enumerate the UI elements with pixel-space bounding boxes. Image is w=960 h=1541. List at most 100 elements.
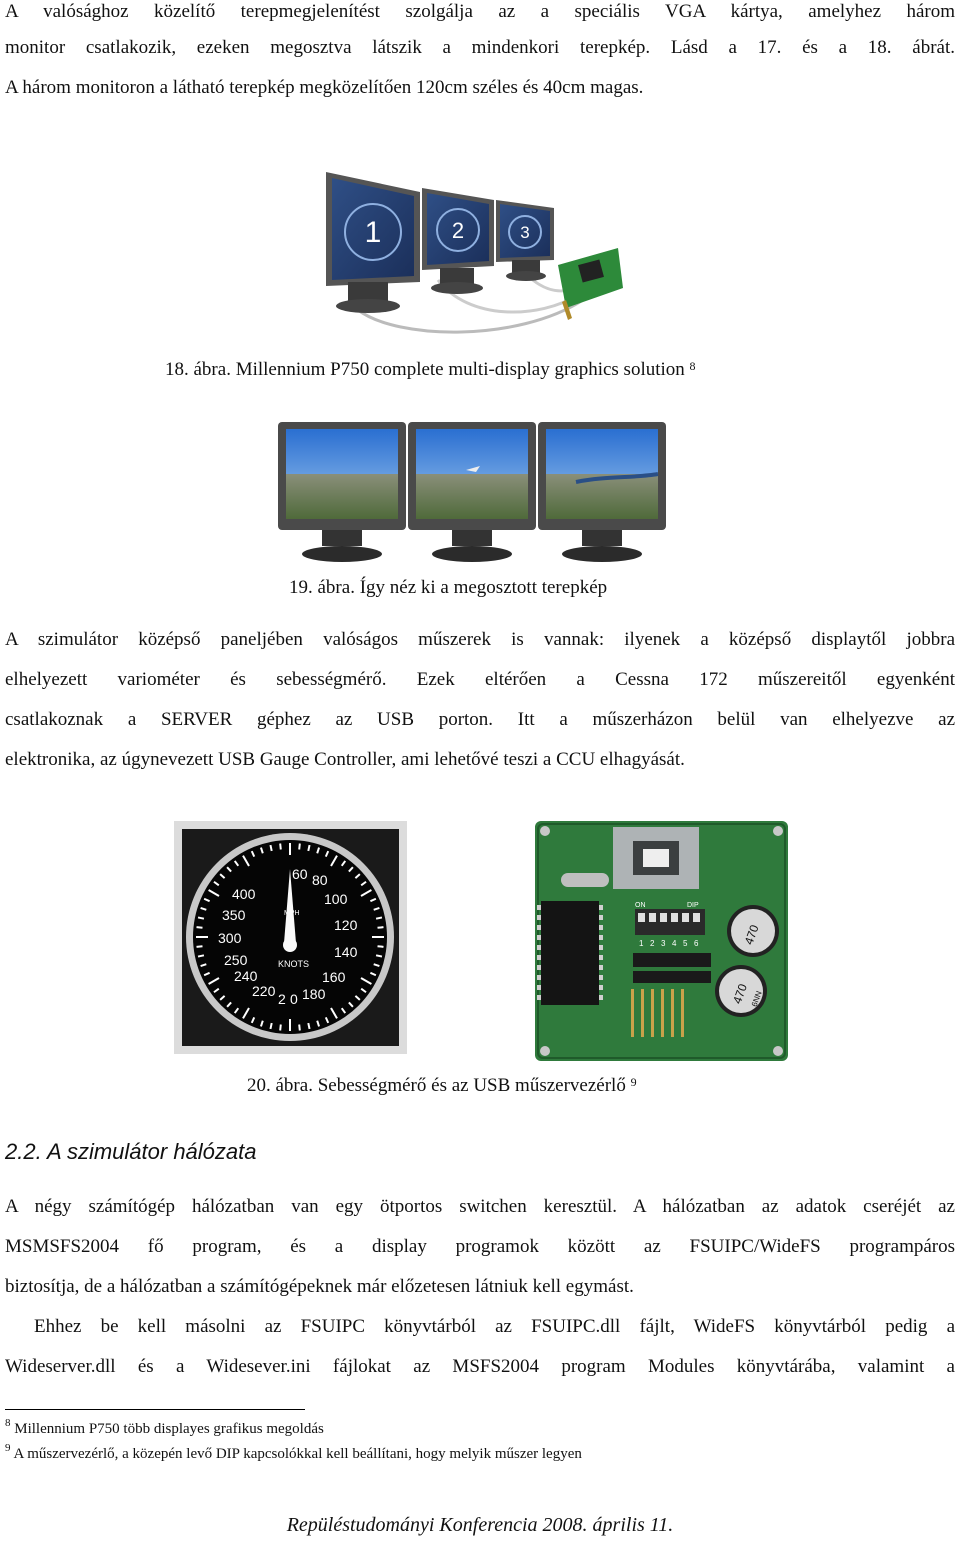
gauge-num-140: 140	[334, 944, 358, 960]
gauge-num-220: 220	[252, 983, 276, 999]
dip-key	[649, 913, 656, 922]
monitor-label-3: 3	[520, 223, 529, 242]
gauge-tick	[197, 954, 205, 958]
gauge-num-120: 120	[334, 917, 358, 933]
dip-label: DIP	[687, 902, 699, 909]
gauge-tick	[348, 866, 354, 873]
monitor-label-1: 1	[365, 216, 382, 249]
capacitor-2-text: 470	[730, 982, 750, 1006]
para1-line-1: A szimulátor középső paneljében valóságo…	[5, 629, 955, 650]
dip-num-4: 4	[672, 939, 677, 948]
monitor-left	[278, 422, 406, 562]
figure-18-caption: 18. ábra. Millennium P750 complete multi…	[165, 358, 696, 382]
ic-pin	[599, 905, 603, 910]
gauge-num-100: 100	[324, 891, 348, 907]
footnote-8-text: Millennium P750 több displayes grafikus …	[14, 1421, 324, 1437]
dip-key	[693, 913, 700, 922]
dip-key	[638, 913, 645, 922]
gauge-tick	[360, 889, 372, 897]
gauge-tick	[369, 897, 377, 903]
figure-20-caption-text: 20. ábra. Sebességmérő és az USB műszerv…	[247, 1075, 626, 1096]
ic-pin	[537, 945, 541, 950]
gauge-num-350: 350	[222, 907, 246, 923]
monitor-right	[538, 422, 666, 562]
gauge-tick	[219, 995, 226, 1001]
gauge-num-60: 60	[292, 866, 308, 882]
gauge-tick	[219, 873, 226, 879]
gauge-tick	[260, 1020, 264, 1027]
gauge-tick	[196, 926, 203, 929]
dip-on-label: ON	[635, 902, 646, 909]
gauge-tick	[203, 897, 211, 903]
capacitor-1-text: 470	[742, 923, 762, 947]
gauge-tick	[373, 907, 380, 911]
intro-line-2: monitor csatlakozik, ezeken megosztva lá…	[5, 37, 955, 58]
graphics-card	[558, 248, 623, 320]
gauge-tick	[269, 1022, 273, 1030]
gauge-tick	[377, 926, 384, 929]
monitor-center	[408, 422, 536, 562]
figure-19-image	[278, 422, 666, 562]
gauge-tick	[375, 916, 383, 920]
gauge-tick	[226, 1001, 232, 1008]
gauge-tick	[307, 1022, 311, 1030]
footnote-9: 9 A műszervezérlő, a közepén levő DIP ka…	[5, 1442, 582, 1463]
gauge-tick	[250, 1016, 256, 1024]
ic-chip	[541, 901, 599, 1005]
dip-key	[660, 913, 667, 922]
section-heading: 2.2. A szimulátor hálózata	[5, 1139, 257, 1164]
section-line-1: A négy számítógép hálózatban van egy ötp…	[5, 1196, 955, 1217]
gauge-num-400: 400	[232, 886, 256, 902]
gauge-tick	[200, 963, 207, 967]
section-line-4: Ehhez be kell másolni az FSUIPC könyvtár…	[34, 1316, 955, 1337]
gauge-tick	[377, 945, 384, 948]
figure-20-caption: 20. ábra. Sebességmérő és az USB műszerv…	[247, 1074, 637, 1098]
section-line-5: Wideserver.dll és a Widesever.ini fájlok…	[5, 1356, 955, 1377]
gauge-num-250: 250	[224, 952, 248, 968]
gauge-tick	[373, 963, 380, 967]
footnote-9-number: 9	[5, 1442, 11, 1454]
gauge-tick	[200, 907, 207, 911]
gauge-tick	[330, 1007, 338, 1019]
monitor-1	[326, 172, 420, 313]
monitor-3	[496, 200, 554, 281]
gauge-tick	[208, 977, 220, 985]
airspeed-gauge-image: 60 80 100 120 140 160 180 0 2 220 240 25…	[174, 821, 407, 1054]
gauge-tick	[369, 971, 377, 977]
monitor-2	[422, 188, 494, 294]
section-line-3: biztosítja, de a hálózatban a számítógép…	[5, 1276, 634, 1297]
page-footer: Repüléstudományi Konferencia 2008. ápril…	[286, 1514, 674, 1536]
gauge-tick	[233, 860, 240, 867]
figure-19-caption: 19. ábra. Így néz ki a megosztott terepk…	[289, 577, 608, 598]
ic-pin	[599, 945, 603, 950]
gauge-tick	[213, 987, 220, 994]
dip-num-2: 2	[650, 939, 655, 948]
gauge-tick	[354, 873, 361, 879]
gauge-num-0: 0	[290, 991, 298, 1007]
gauge-needle	[284, 869, 296, 948]
gauge-tick	[360, 977, 372, 985]
footnote-ref-9: 9	[630, 1075, 637, 1089]
gauge-tick	[250, 850, 256, 858]
intro-line-1: A valósághoz közelítő terepmegjelenítést…	[5, 1, 955, 22]
gauge-tick	[298, 843, 301, 850]
ic-pin	[599, 955, 603, 960]
ic-pin	[599, 925, 603, 930]
gauge-tick	[233, 1007, 240, 1014]
gauge-tick	[324, 850, 330, 858]
intro-line-3: A három monitoron a látható terepkép meg…	[5, 77, 644, 98]
gauge-tick	[196, 945, 203, 948]
gauge-tick	[316, 1020, 320, 1027]
gauge-tick	[242, 1007, 250, 1019]
para1-line-3: csatlakoznak a SERVER géphez az USB port…	[5, 709, 955, 730]
gauge-tick	[298, 1024, 301, 1031]
dip-num-5: 5	[683, 939, 688, 948]
ic-pin	[537, 925, 541, 930]
gauge-tick	[203, 971, 211, 977]
footnote-ref-8: 8	[689, 359, 696, 373]
ic-pin	[537, 965, 541, 970]
ic-pin	[599, 975, 603, 980]
ic-pin	[537, 915, 541, 920]
gauge-tick	[340, 860, 347, 867]
header-pin	[651, 989, 654, 1037]
